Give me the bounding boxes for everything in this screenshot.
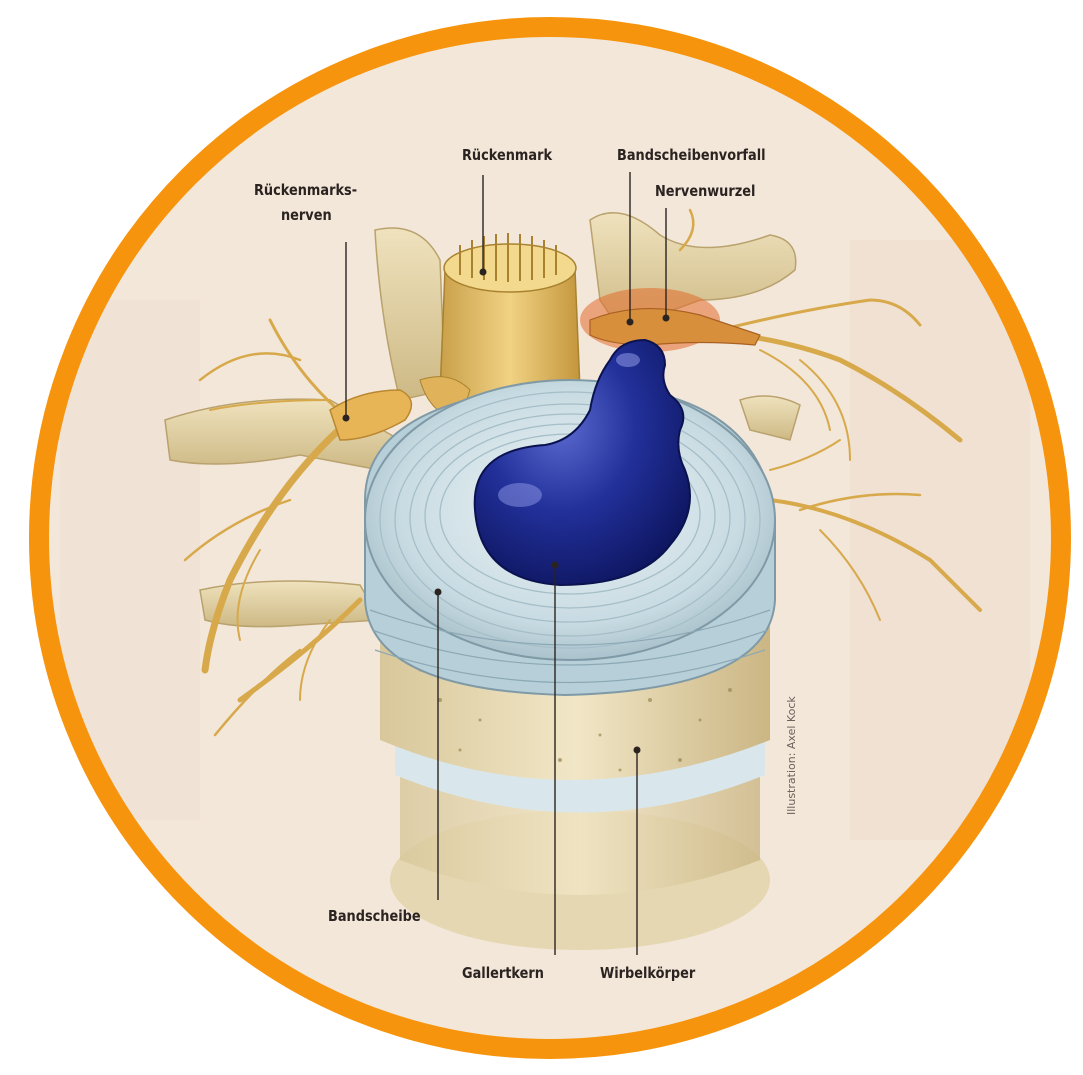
illustration-credit: Illustration: Axel Kock bbox=[785, 696, 798, 815]
label-wirbelkoerper: Wirbelkörper bbox=[600, 964, 695, 983]
label-gallertkern: Gallertkern bbox=[462, 964, 544, 983]
label-rueckenmarksnerven-line1: Rückenmarks- bbox=[254, 181, 357, 200]
label-nervenwurzel: Nervenwurzel bbox=[655, 182, 755, 201]
label-bandscheibenvorfall: Bandscheibenvorfall bbox=[617, 146, 766, 165]
label-bandscheibe: Bandscheibe bbox=[328, 907, 421, 926]
label-rueckenmark: Rückenmark bbox=[462, 146, 552, 165]
label-rueckenmarksnerven-line2: nerven bbox=[281, 206, 332, 225]
